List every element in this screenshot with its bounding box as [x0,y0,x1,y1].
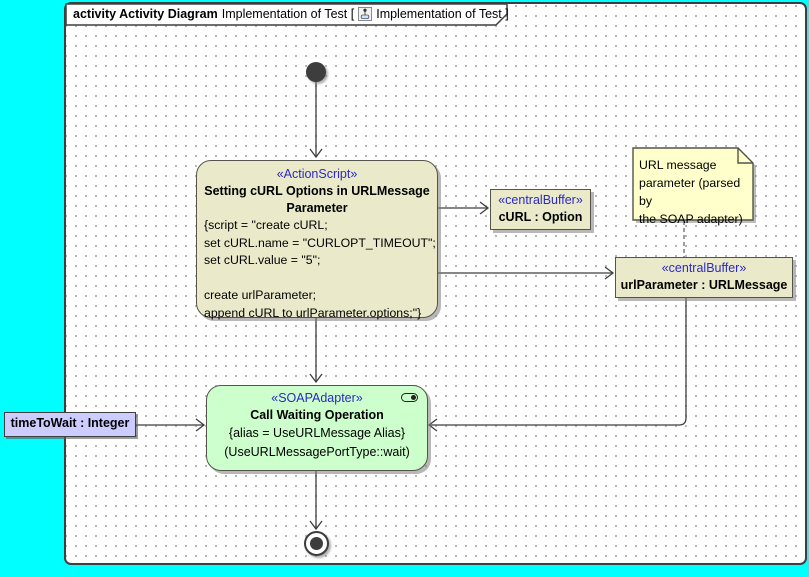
frame-name-label: Implementation of Test [ [221,7,355,21]
parameter-timetowait[interactable]: timeToWait : Integer [4,412,136,437]
note-line: the SOAP adapter) [639,212,743,226]
central-buffer-urlparameter[interactable]: «centralBuffer» urlParameter : URLMessag… [615,257,793,298]
note-line: URL message [639,158,717,172]
buffer-stereotype: «centralBuffer» [498,193,583,207]
buffer-stereotype: «centralBuffer» [661,261,747,275]
action-call-waiting-operation[interactable]: «SOAPAdapter» Call Waiting Operation {al… [206,385,428,471]
final-node-dot [310,537,323,550]
action-title-line2: Parameter [286,201,348,215]
activity-diagram-icon [358,7,373,21]
script-line [197,270,437,288]
buffer-name: urlParameter : URLMessage [620,278,788,292]
soap-title: Call Waiting Operation [250,408,384,422]
script-line: {script = "create cURL; [204,218,328,232]
action-decoration-icon [401,393,418,402]
script-line: append cURL to urlParameter.options;"} [204,305,422,320]
activity-final-node[interactable] [304,531,329,556]
note-line: parameter (parsed by [639,176,741,208]
buffer-name: cURL : Option [498,210,583,224]
initial-node[interactable] [306,62,326,82]
action-setting-curl-options[interactable]: «ActionScript» Setting cURL Options in U… [196,160,438,320]
central-buffer-curl[interactable]: «centralBuffer» cURL : Option [490,189,591,230]
frame-kind-label: activity Activity Diagram [73,7,218,21]
soap-stereotype: «SOAPAdapter» [271,391,363,405]
note-url-message-parameter[interactable]: URL message parameter (parsed by the SOA… [639,156,751,228]
action-stereotype: «ActionScript» [276,167,358,181]
script-line: set cURL.name = "CURLOPT_TIMEOUT"; [204,235,436,250]
soap-port-line: (UseURLMessagePortType::wait) [224,445,410,459]
script-line: create urlParameter; [204,288,317,302]
script-line: set cURL.value = "5"; [204,253,321,267]
parameter-label: timeToWait : Integer [10,416,130,430]
frame-header[interactable]: activity Activity Diagram Implementation… [73,7,509,21]
frame-ref-label: Implementation of Test ] [376,7,509,21]
soap-alias-line: {alias = UseURLMessage Alias} [228,426,406,440]
action-title-line1: Setting cURL Options in URLMessage [204,184,430,198]
